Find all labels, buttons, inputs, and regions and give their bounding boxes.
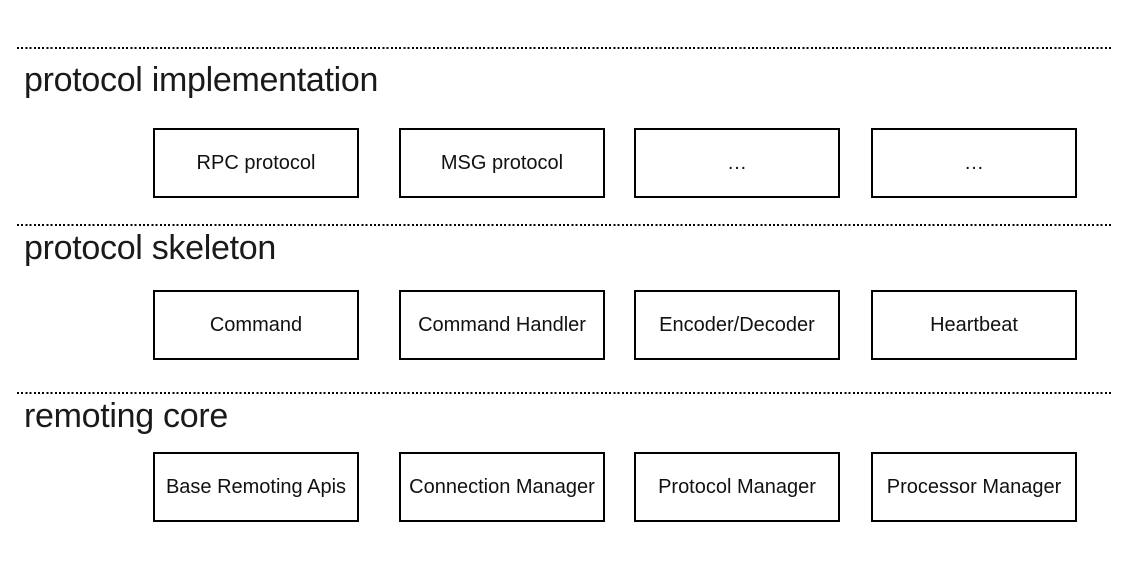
box-label: …	[727, 151, 747, 174]
box-label: …	[964, 151, 984, 174]
box-heartbeat: Heartbeat	[871, 290, 1077, 360]
box-encoder-decoder: Encoder/Decoder	[634, 290, 840, 360]
box-label: RPC protocol	[196, 151, 316, 174]
box-connection-manager: Connection Manager	[399, 452, 605, 522]
box-msg-protocol: MSG protocol	[399, 128, 605, 198]
layer-title-protocol-skeleton: protocol skeleton	[24, 229, 276, 267]
box-command-handler: Command Handler	[399, 290, 605, 360]
dotted-divider-top	[17, 47, 1113, 49]
box-base-remoting-apis: Base Remoting Apis	[153, 452, 359, 522]
box-label: Processor Manager	[886, 475, 1062, 498]
box-command: Command	[153, 290, 359, 360]
box-label: Command	[209, 313, 303, 336]
box-label: MSG protocol	[440, 151, 564, 174]
box-ellipsis-1: …	[634, 128, 840, 198]
box-label: Protocol Manager	[658, 475, 816, 498]
box-processor-manager: Processor Manager	[871, 452, 1077, 522]
box-ellipsis-2: …	[871, 128, 1077, 198]
box-label: Base Remoting Apis	[165, 475, 347, 498]
dotted-divider-middle	[17, 224, 1113, 226]
box-rpc-protocol: RPC protocol	[153, 128, 359, 198]
layer-title-protocol-implementation: protocol implementation	[24, 61, 379, 99]
box-label: Encoder/Decoder	[659, 313, 815, 336]
box-protocol-manager: Protocol Manager	[634, 452, 840, 522]
box-label: Command Handler	[418, 313, 586, 336]
box-label: Connection Manager	[409, 475, 595, 498]
box-label: Heartbeat	[930, 313, 1018, 336]
layer-title-remoting-core: remoting core	[24, 397, 228, 435]
dotted-divider-bottom	[17, 392, 1113, 394]
